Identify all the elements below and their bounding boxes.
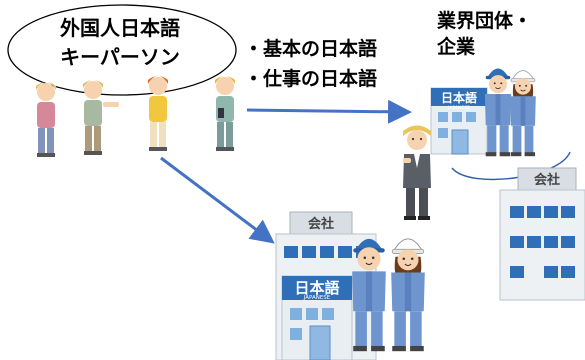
speakers-bubble (7, 4, 237, 96)
foreign-person-4 (215, 76, 235, 151)
worker-right-2 (509, 70, 537, 157)
school-subsign-right: JAPANESE (447, 105, 470, 111)
school-subsign-bottom: JAPANESE (303, 295, 331, 301)
industry-label: 業界団体・ 企業 (437, 8, 532, 60)
school-sign-right: 日本語 (441, 90, 477, 105)
company-building-right (499, 167, 585, 301)
speakers-label-line1: 外国人日本語 (60, 16, 180, 40)
speakers-label: 外国人日本語 キーパーソン (10, 14, 230, 72)
foreign-person-3 (148, 76, 168, 151)
company-sign-right: 会社 (534, 172, 560, 188)
topic-work-japanese: ・仕事の日本語 (244, 68, 378, 90)
foreign-person-2 (83, 80, 119, 155)
industry-label-line2: 企業 (437, 36, 476, 58)
speakers-label-line2: キーパーソン (60, 45, 180, 69)
arrow-to-company (160, 156, 275, 244)
worker-bottom-2 (390, 238, 426, 352)
industry-label-line1: 業界団体・ (437, 10, 533, 32)
topics-list: ・基本の日本語 ・仕事の日本語 (244, 34, 377, 94)
school-sign-bottom: 日本語 (294, 279, 339, 297)
school-building-bottom (281, 275, 353, 360)
connector-curve (451, 151, 571, 181)
worker-right-1 (484, 68, 512, 157)
topic-basic-japanese: ・基本の日本語 (244, 38, 378, 60)
company-sign-bottom: 会社 (308, 216, 334, 232)
arrow-to-industry (246, 99, 412, 124)
school-building-right (430, 87, 488, 155)
businessman (403, 125, 431, 220)
foreign-person-1 (36, 82, 56, 157)
